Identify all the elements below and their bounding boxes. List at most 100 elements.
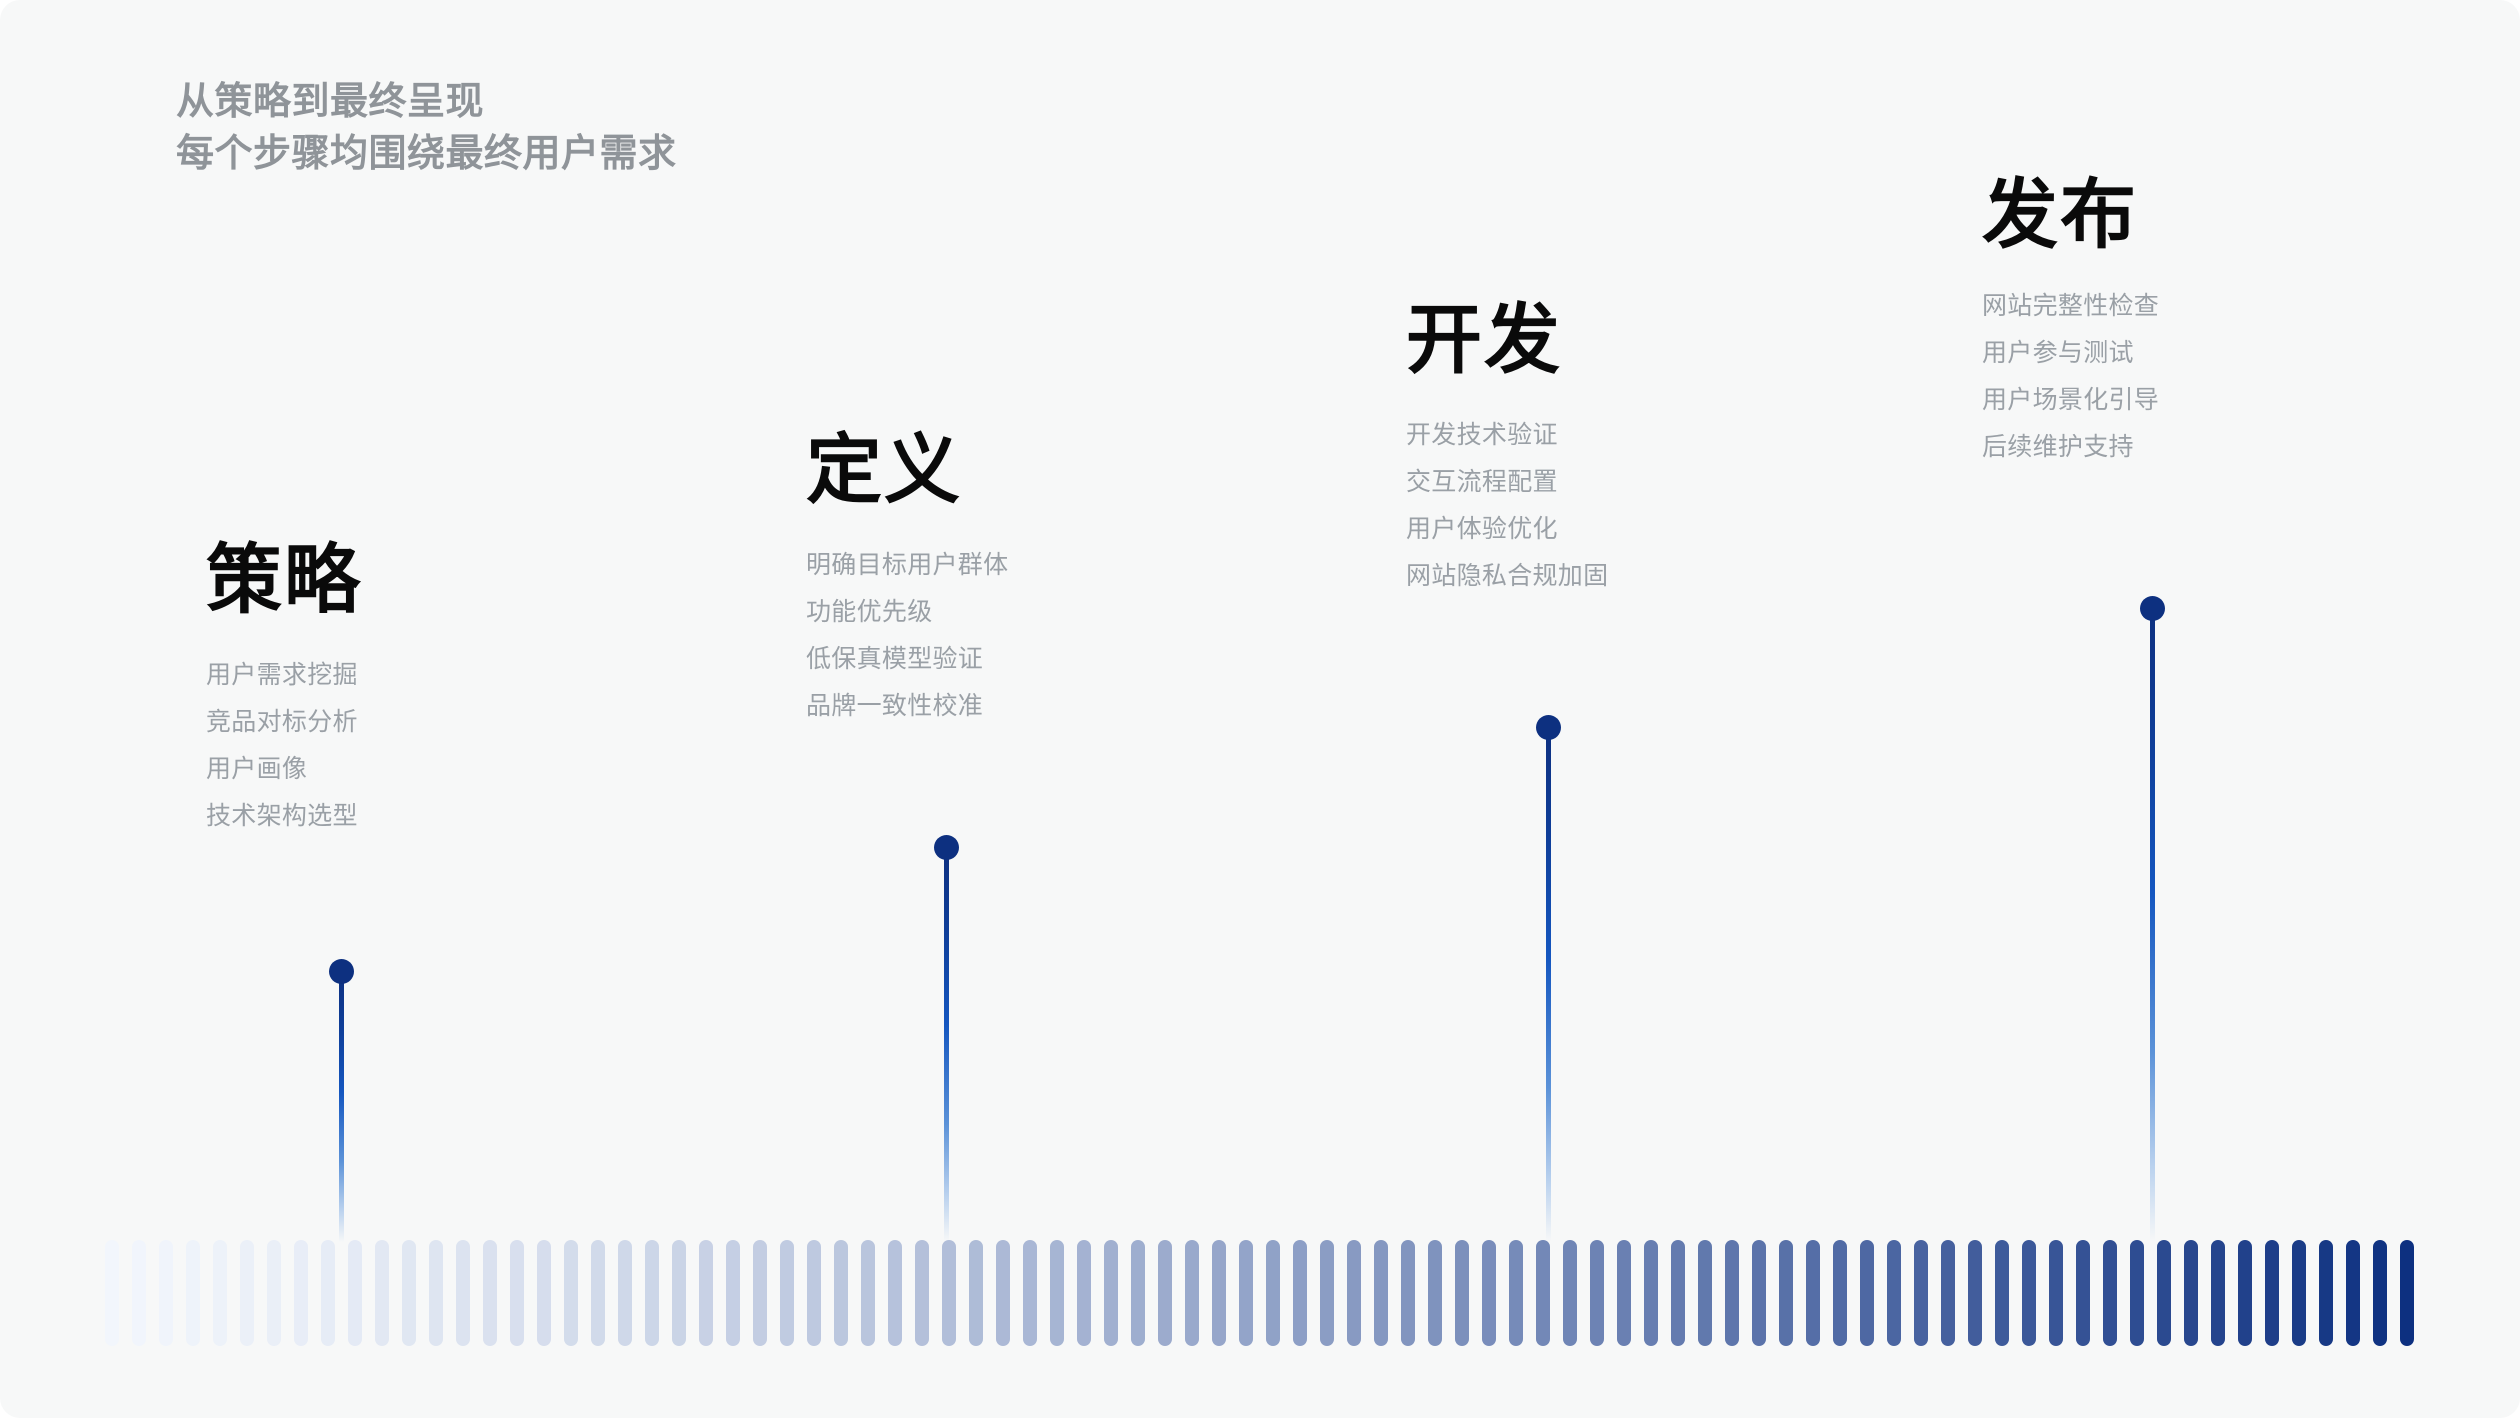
- stage-item: 后续维护支持: [1982, 433, 2134, 461]
- gradient-bar: [1887, 1240, 1901, 1346]
- gradient-bar: [2157, 1240, 2171, 1346]
- gradient-bar: [753, 1240, 767, 1346]
- milestone-dot-icon[interactable]: [2139, 596, 2165, 621]
- gradient-bar: [699, 1240, 713, 1346]
- stage-item: 技术架构选型: [206, 802, 358, 830]
- gradient-bar: [969, 1240, 983, 1346]
- gradient-bar: [1725, 1240, 1739, 1346]
- milestone-stem: [2149, 608, 2155, 1242]
- gradient-bar: [1293, 1240, 1307, 1346]
- gradient-bar: [2076, 1240, 2090, 1346]
- gradient-bar: [132, 1240, 146, 1346]
- stage-item: 用户参与测试: [1982, 339, 2134, 367]
- gradient-bar: [1806, 1240, 1820, 1346]
- milestone-dot-icon[interactable]: [933, 835, 959, 860]
- gradient-bar: [2211, 1240, 2225, 1346]
- gradient-bar: [2238, 1240, 2252, 1346]
- milestone-stem: [1545, 727, 1551, 1242]
- stage-block-3: 开发 开发技术验证 交互流程配置 用户体验优化 网站隐私合规加固: [1406, 303, 1608, 589]
- gradient-bar: [645, 1240, 659, 1346]
- stage-item-list-4: 网站完整性检查 用户参与测试 用户场景化引导 后续维护支持: [1982, 294, 2159, 460]
- gradient-bar: [915, 1240, 929, 1346]
- stage-block-4: 发布 网站完整性检查 用户参与测试 用户场景化引导 后续维护支持: [1982, 178, 2159, 460]
- gradient-bar: [159, 1240, 173, 1346]
- gradient-bar: [1239, 1240, 1253, 1346]
- stage-block-2: 定义 明确目标用户群体 功能优先级 低保真模型验证 品牌一致性校准: [806, 433, 1008, 719]
- milestone-dot-icon[interactable]: [328, 959, 354, 984]
- gradient-bar: [186, 1240, 200, 1346]
- gradient-bar: [1131, 1240, 1145, 1346]
- gradient-bar: [1212, 1240, 1226, 1346]
- gradient-bar: [2265, 1240, 2279, 1346]
- gradient-bar: [429, 1240, 443, 1346]
- gradient-bar: [1833, 1240, 1847, 1346]
- gradient-bar: [2292, 1240, 2306, 1346]
- gradient-bar: [1320, 1240, 1334, 1346]
- stage-block-1: 策略 用户需求挖掘 竞品对标分析 用户画像 技术架构选型: [206, 543, 362, 829]
- gradient-bar: [591, 1240, 605, 1346]
- gradient-bar: [267, 1240, 281, 1346]
- gradient-bar: [537, 1240, 551, 1346]
- stage-item: 低保真模型验证: [806, 645, 984, 673]
- gradient-bar: [213, 1240, 227, 1346]
- stage-item: 网站完整性检查: [1982, 292, 2160, 320]
- gradient-bar: [2400, 1240, 2414, 1346]
- gradient-bar: [1104, 1240, 1118, 1346]
- gradient-bar: [2130, 1240, 2144, 1346]
- gradient-bar: [1185, 1240, 1199, 1346]
- page-heading: 从策略到最终呈现 每个步骤均围绕最终用户需求: [176, 76, 677, 180]
- gradient-bar: [321, 1240, 335, 1346]
- gradient-bar: [375, 1240, 389, 1346]
- gradient-bar: [1617, 1240, 1631, 1346]
- stage-title-3: 开发: [1406, 298, 1562, 383]
- gradient-bar: [2373, 1240, 2387, 1346]
- gradient-bar: [1077, 1240, 1091, 1346]
- gradient-bar: [1698, 1240, 1712, 1346]
- gradient-bar: [105, 1240, 119, 1346]
- gradient-bar: [2049, 1240, 2063, 1346]
- stage-item: 交互流程配置: [1406, 468, 1558, 496]
- gradient-bar: [564, 1240, 578, 1346]
- gradient-bar: [348, 1240, 362, 1346]
- gradient-bar: [1374, 1240, 1388, 1346]
- gradient-bar: [2346, 1240, 2360, 1346]
- gradient-bar: [861, 1240, 875, 1346]
- gradient-bar: [1752, 1240, 1766, 1346]
- stage-item: 用户需求挖掘: [206, 661, 358, 689]
- gradient-bar: [942, 1240, 956, 1346]
- stage-item-list-1: 用户需求挖掘 竞品对标分析 用户画像 技术架构选型: [206, 663, 362, 829]
- stage-item: 明确目标用户群体: [806, 551, 1009, 579]
- stage-item: 用户场景化引导: [1982, 386, 2160, 414]
- gradient-bar-strip: [105, 1240, 2414, 1346]
- gradient-bar: [888, 1240, 902, 1346]
- gradient-bar: [456, 1240, 470, 1346]
- gradient-bar: [1860, 1240, 1874, 1346]
- milestone-stem: [338, 971, 344, 1242]
- gradient-bar: [483, 1240, 497, 1346]
- gradient-bar: [1671, 1240, 1685, 1346]
- stage-item: 开发技术验证: [1406, 421, 1558, 449]
- gradient-bar: [294, 1240, 308, 1346]
- gradient-bar: [1968, 1240, 1982, 1346]
- stage-title-4: 发布: [1982, 173, 2138, 258]
- gradient-bar: [1482, 1240, 1496, 1346]
- gradient-bar: [1050, 1240, 1064, 1346]
- gradient-bar: [1023, 1240, 1037, 1346]
- gradient-bar: [1347, 1240, 1361, 1346]
- stage-item: 竞品对标分析: [206, 708, 358, 736]
- stage-item: 用户体验优化: [1406, 515, 1558, 543]
- gradient-bar: [1914, 1240, 1928, 1346]
- milestone-dot-icon[interactable]: [1535, 715, 1561, 740]
- gradient-bar: [1644, 1240, 1658, 1346]
- gradient-bar: [1563, 1240, 1577, 1346]
- gradient-bar: [1455, 1240, 1469, 1346]
- gradient-bar: [1401, 1240, 1415, 1346]
- gradient-bar: [2319, 1240, 2333, 1346]
- gradient-bar: [402, 1240, 416, 1346]
- milestone-stem: [943, 847, 949, 1242]
- gradient-bar: [2184, 1240, 2198, 1346]
- heading-line-2: 每个步骤均围绕最终用户需求: [176, 133, 677, 176]
- gradient-bar: [807, 1240, 821, 1346]
- heading-line-1: 从策略到最终呈现: [176, 81, 485, 123]
